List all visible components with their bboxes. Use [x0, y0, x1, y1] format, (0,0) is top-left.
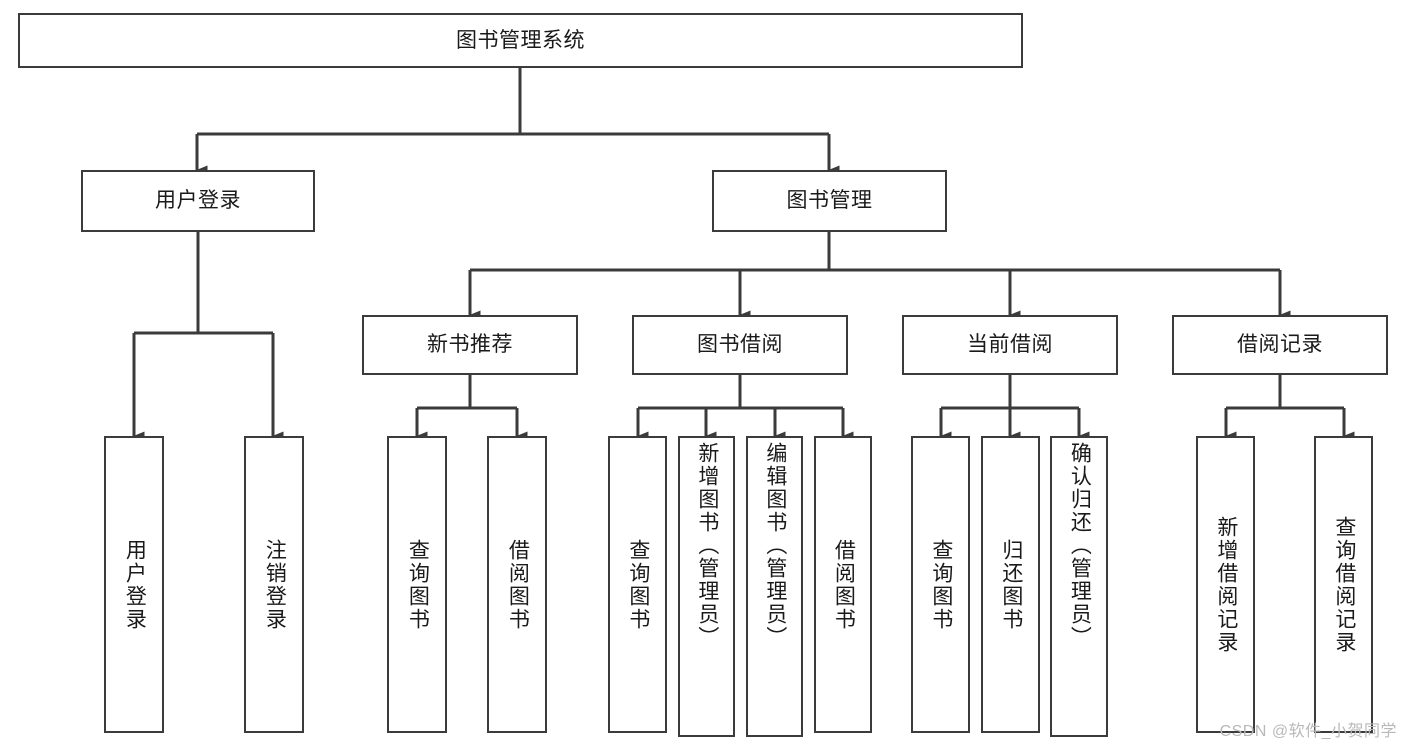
node-book-manage[interactable]: 图书管理: [712, 170, 947, 232]
node-book-borrow[interactable]: 图书借阅: [632, 315, 848, 375]
leaf-edit-book[interactable]: 编辑图书（管理员）: [746, 436, 803, 737]
leaf-add-book[interactable]: 新增图书（管理员）: [678, 436, 735, 737]
leaf-query-book-3[interactable]: 查询图书: [911, 436, 970, 733]
leaf-return-book-label: 归还图书: [999, 538, 1023, 631]
node-borrow-record[interactable]: 借阅记录: [1172, 315, 1388, 375]
leaf-query-book-2[interactable]: 查询图书: [608, 436, 667, 733]
node-book-manage-label: 图书管理: [786, 189, 873, 213]
node-new-book-recommend[interactable]: 新书推荐: [362, 315, 578, 375]
node-current-borrow[interactable]: 当前借阅: [902, 315, 1118, 375]
leaf-query-book-3-label: 查询图书: [929, 538, 953, 631]
leaf-user-login-label: 用户登录: [123, 538, 147, 631]
leaf-add-book-label: 新增图书（管理员）: [695, 442, 719, 649]
csdn-watermark: CSDN @软件_小贺同学: [1219, 723, 1397, 740]
leaf-user-login[interactable]: 用户登录: [104, 436, 164, 733]
node-user-login-label: 用户登录: [155, 189, 241, 213]
leaf-edit-book-label: 编辑图书（管理员）: [763, 442, 787, 649]
leaf-query-book-1-label: 查询图书: [406, 538, 430, 631]
leaf-borrow-book-1-label: 借阅图书: [506, 538, 530, 631]
leaf-return-book[interactable]: 归还图书: [981, 436, 1040, 733]
node-book-borrow-label: 图书借阅: [697, 333, 783, 357]
node-user-login[interactable]: 用户登录: [81, 170, 315, 232]
leaf-borrow-book-2[interactable]: 借阅图书: [814, 436, 872, 733]
leaf-confirm-return-label: 确认归还（管理员）: [1068, 442, 1092, 649]
leaf-logout[interactable]: 注销登录: [244, 436, 304, 733]
leaf-add-record-label: 新增借阅记录: [1214, 515, 1238, 654]
leaf-borrow-book-2-label: 借阅图书: [832, 538, 856, 631]
node-root-label: 图书管理系统: [456, 28, 585, 52]
leaf-add-record[interactable]: 新增借阅记录: [1196, 436, 1255, 733]
leaf-query-book-2-label: 查询图书: [626, 538, 650, 631]
node-borrow-record-label: 借阅记录: [1237, 333, 1323, 357]
leaf-confirm-return[interactable]: 确认归还（管理员）: [1050, 436, 1108, 737]
node-current-borrow-label: 当前借阅: [967, 333, 1053, 357]
connector-lines: [132, 68, 1355, 441]
leaf-logout-label: 注销登录: [263, 538, 287, 631]
leaf-query-book-1[interactable]: 查询图书: [387, 436, 447, 733]
leaf-query-record[interactable]: 查询借阅记录: [1314, 436, 1373, 733]
node-new-book-recommend-label: 新书推荐: [427, 333, 513, 357]
leaf-query-record-label: 查询借阅记录: [1332, 515, 1356, 654]
leaf-borrow-book-1[interactable]: 借阅图书: [487, 436, 547, 733]
node-root[interactable]: 图书管理系统: [18, 13, 1023, 68]
